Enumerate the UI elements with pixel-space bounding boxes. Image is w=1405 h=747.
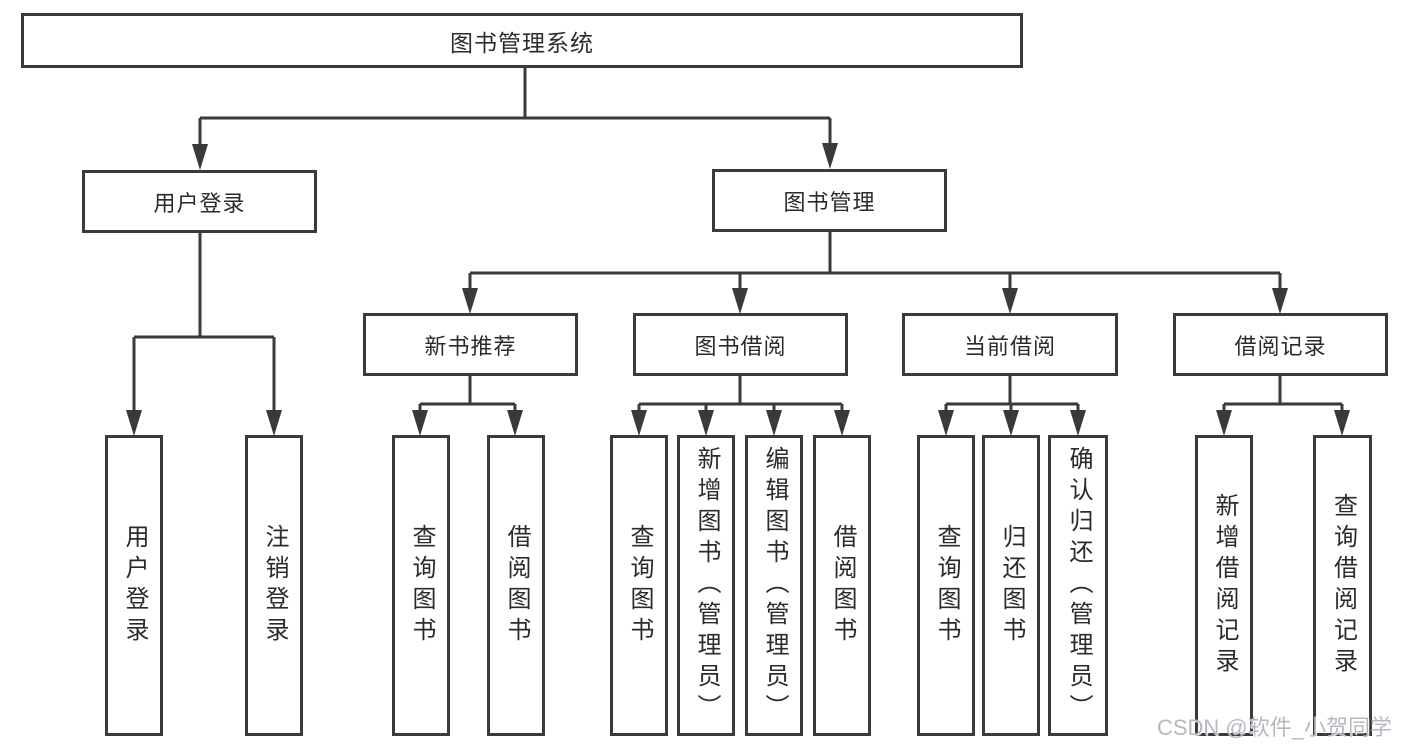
- node-borrow-borrow-book-label: 借阅图书: [829, 523, 856, 648]
- node-current-return-book-label: 归还图书: [998, 523, 1025, 648]
- arrowhead: [1334, 410, 1350, 436]
- node-borrow-edit-book: 编辑图书（管理员）: [745, 435, 803, 736]
- node-user-login-label: 用户登录: [153, 190, 246, 216]
- node-current-query-book-label: 查询图书: [933, 523, 960, 648]
- connector-current-split: [944, 376, 1080, 412]
- node-current-confirm-return: 确认归还（管理员）: [1048, 435, 1108, 736]
- node-recommend-borrow-book: 借阅图书: [487, 435, 545, 736]
- node-leaf-logout-login-label: 注销登录: [261, 523, 288, 648]
- arrowhead: [822, 143, 838, 169]
- node-recommend-query-book-label: 查询图书: [408, 523, 435, 648]
- arrowhead: [126, 410, 142, 436]
- node-book-borrow-label: 图书借阅: [694, 333, 787, 359]
- connector-records-split: [1222, 376, 1344, 412]
- node-records-add-record-label: 新增借阅记录: [1211, 492, 1238, 679]
- node-current-borrow-label: 当前借阅: [963, 333, 1056, 359]
- arrowhead: [1272, 288, 1288, 314]
- node-borrow-borrow-book: 借阅图书: [813, 435, 871, 736]
- arrowhead: [698, 410, 714, 436]
- node-borrow-records: 借阅记录: [1173, 313, 1388, 376]
- arrowhead: [1002, 288, 1018, 314]
- arrowhead: [631, 410, 647, 436]
- arrowhead: [507, 410, 523, 436]
- arrowhead: [192, 144, 208, 170]
- node-borrow-add-book-label: 新增图书（管理员）: [693, 446, 720, 725]
- arrowhead: [1070, 410, 1086, 436]
- arrowhead: [412, 410, 428, 436]
- node-records-add-record: 新增借阅记录: [1195, 435, 1253, 736]
- node-new-book-recommend-label: 新书推荐: [424, 333, 517, 359]
- arrowhead: [938, 410, 954, 436]
- node-current-borrow: 当前借阅: [902, 313, 1118, 376]
- connector-user-login-split: [132, 233, 276, 412]
- connector-recommend-split: [418, 376, 517, 412]
- arrowhead: [834, 410, 850, 436]
- node-borrow-query-book-label: 查询图书: [626, 523, 653, 648]
- arrowhead: [1003, 410, 1019, 436]
- node-borrow-query-book: 查询图书: [610, 435, 668, 736]
- node-borrow-records-label: 借阅记录: [1234, 333, 1327, 359]
- node-book-borrow: 图书借阅: [633, 313, 848, 376]
- connector-book-mgmt-split: [468, 232, 1282, 290]
- node-recommend-query-book: 查询图书: [392, 435, 450, 736]
- node-new-book-recommend: 新书推荐: [363, 313, 578, 376]
- arrowhead: [1216, 410, 1232, 436]
- node-current-query-book: 查询图书: [917, 435, 975, 736]
- node-borrow-add-book: 新增图书（管理员）: [677, 435, 735, 736]
- node-user-login: 用户登录: [82, 170, 317, 233]
- node-book-management: 图书管理: [712, 169, 947, 232]
- node-current-confirm-return-label: 确认归还（管理员）: [1065, 446, 1092, 725]
- arrowhead: [766, 410, 782, 436]
- node-leaf-user-login: 用户登录: [105, 435, 163, 736]
- arrowhead: [462, 288, 478, 314]
- node-library-system-label: 图书管理系统: [450, 29, 594, 56]
- node-current-return-book: 归还图书: [982, 435, 1040, 736]
- arrowhead: [266, 410, 282, 436]
- csdn-watermark: CSDN @软件_小贺同学: [1156, 715, 1392, 740]
- node-records-query-record-label: 查询借阅记录: [1329, 492, 1357, 679]
- node-records-query-record: 查询借阅记录: [1313, 435, 1372, 736]
- arrowhead: [732, 288, 748, 314]
- node-leaf-logout-login: 注销登录: [245, 435, 303, 736]
- connector-borrow-split: [637, 375, 844, 412]
- node-library-system: 图书管理系统: [21, 13, 1023, 68]
- node-borrow-edit-book-label: 编辑图书（管理员）: [761, 446, 788, 725]
- connector-root-split: [198, 68, 832, 146]
- node-recommend-borrow-book-label: 借阅图书: [503, 523, 530, 648]
- node-book-management-label: 图书管理: [783, 189, 876, 215]
- node-leaf-user-login-label: 用户登录: [121, 523, 148, 648]
